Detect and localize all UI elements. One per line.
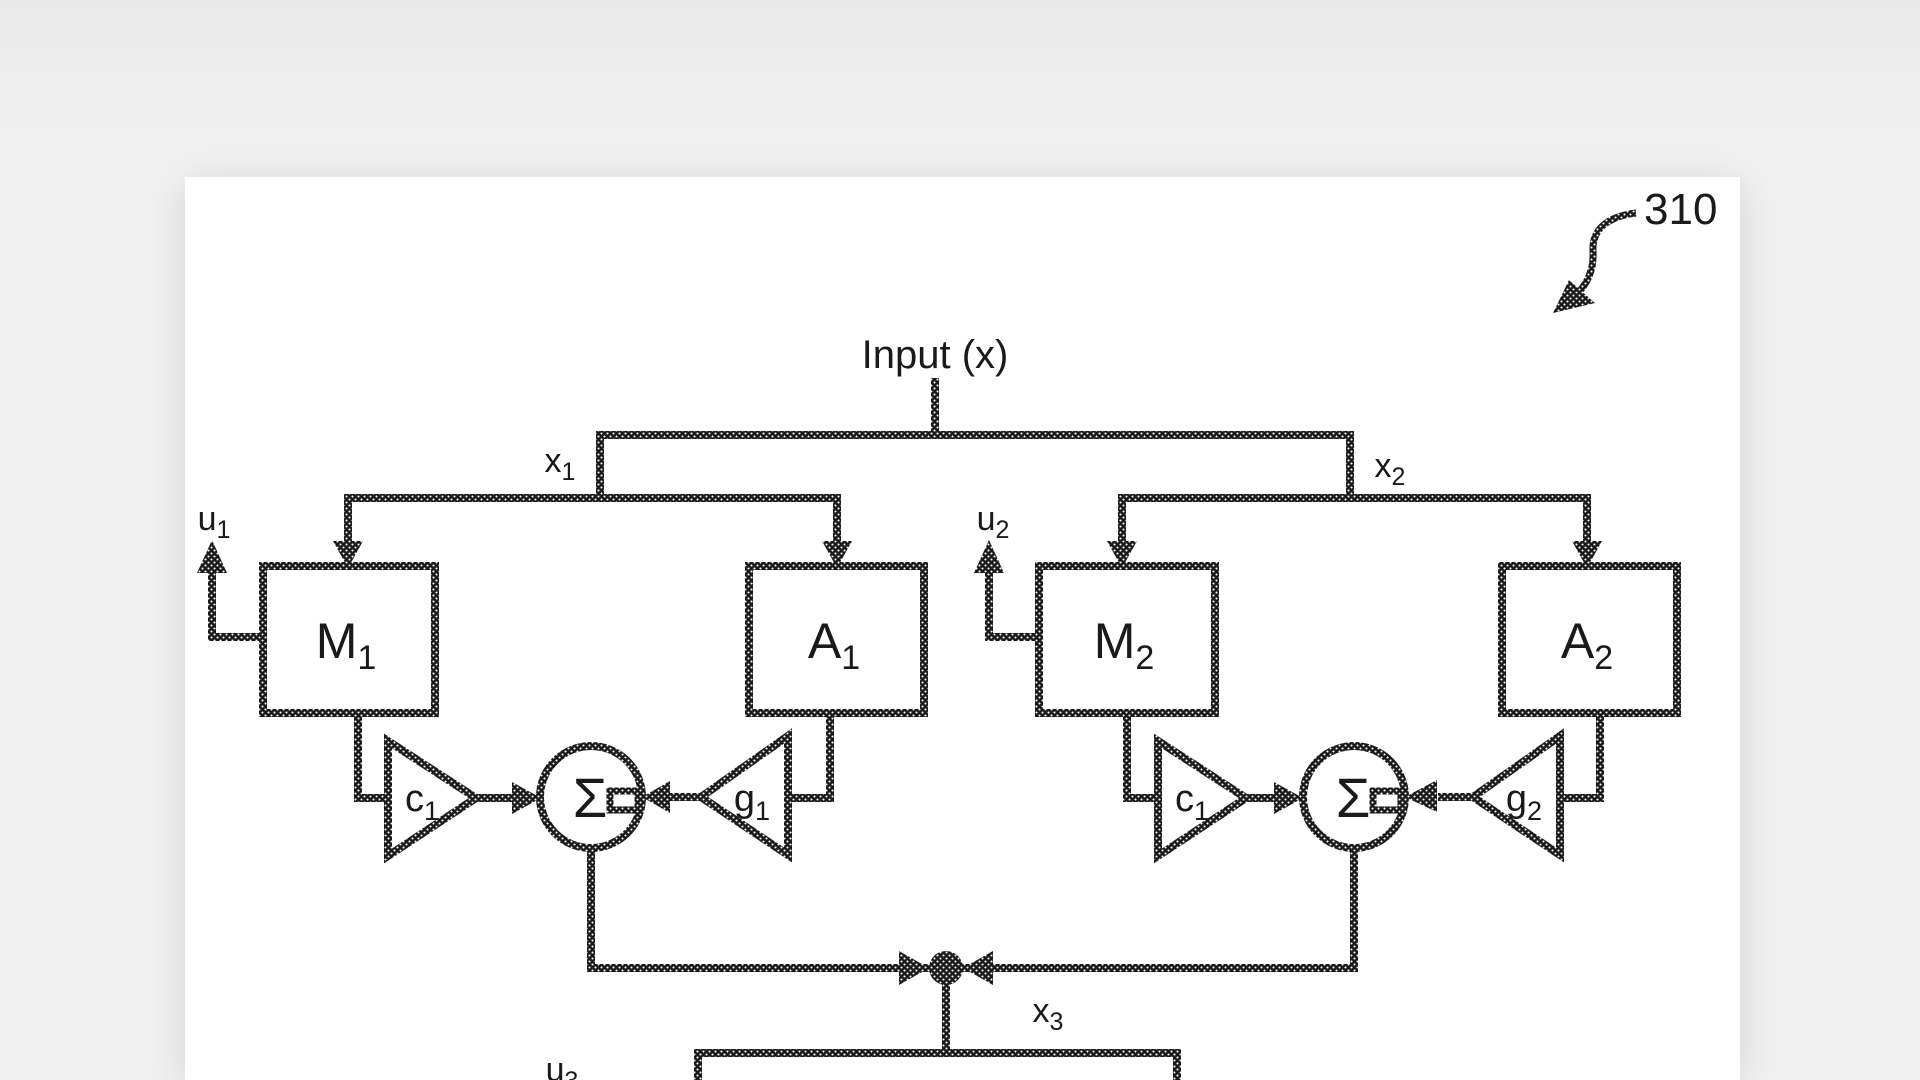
label-x2: x2 [1375, 447, 1406, 491]
figure-reference-arrowhead-icon [1553, 280, 1595, 313]
block-a2 [1498, 562, 1681, 717]
arrowhead-g2-sum2-icon [1405, 780, 1437, 812]
gain-g1-label: g1 [734, 778, 770, 826]
gain-g2-label: g2 [1506, 778, 1542, 826]
label-u2: u2 [977, 500, 1010, 544]
u2-output-line [985, 570, 1039, 641]
arrowhead-c1-sum2-icon [1274, 782, 1303, 814]
block-a1-label: A1 [808, 613, 860, 677]
arrowhead-into-m1-icon [333, 541, 363, 568]
arrowhead-into-m2-icon [1107, 541, 1137, 568]
a2-to-g2-line [1562, 713, 1604, 802]
arrowhead-junction-left-icon [899, 951, 929, 985]
gain-c1-right-label: c1 [1175, 778, 1209, 826]
figure-reference-number: 310 [1644, 185, 1717, 234]
a1-to-g1-line [790, 713, 834, 802]
input-label: Input (x) [862, 333, 1009, 377]
document-page [185, 177, 1740, 1080]
u1-output-line [208, 570, 263, 641]
block-bottom [694, 1049, 1181, 1080]
gain-c1-left-triangle [384, 733, 484, 864]
block-a1 [745, 562, 928, 717]
summer-2-sigma-label: Σ [1336, 766, 1371, 829]
bus-x2-line [1118, 494, 1591, 545]
top-bus-line [596, 431, 1354, 502]
arrowhead-g1-sum1-icon [642, 781, 670, 813]
summer-2-rect-icon [1369, 787, 1405, 814]
arrowhead-junction-right-icon [963, 951, 993, 985]
figure-reference-arrow [1574, 209, 1637, 297]
gain-c1-left-label: c1 [405, 778, 439, 826]
arrowhead-into-a2-icon [1572, 541, 1602, 568]
gain-g2-triangle [1465, 728, 1564, 863]
label-x1: x1 [545, 442, 576, 486]
summers-to-junction-line [587, 846, 1358, 972]
gain-g1-triangle [693, 728, 792, 863]
arrowhead-into-a1-icon [822, 541, 852, 568]
arrowhead-c1-sum1-icon [512, 782, 541, 814]
m2-to-c1-line [1123, 713, 1156, 802]
m1-to-c1-line [354, 713, 386, 802]
arrowhead-u1-icon [197, 540, 227, 573]
block-a2-label: A2 [1561, 613, 1613, 677]
label-x3: x3 [1033, 992, 1064, 1036]
summer-1-sigma-label: Σ [573, 766, 608, 829]
block-m1-label: M1 [316, 613, 377, 677]
arrowhead-u2-icon [974, 540, 1004, 573]
label-u1: u1 [198, 500, 231, 544]
block-m2-label: M2 [1094, 613, 1155, 677]
summer-1-rect-icon [606, 787, 642, 814]
label-u3: u3 [546, 1051, 579, 1080]
gain-c1-right-triangle [1154, 733, 1254, 864]
bus-x1-line [344, 494, 841, 545]
